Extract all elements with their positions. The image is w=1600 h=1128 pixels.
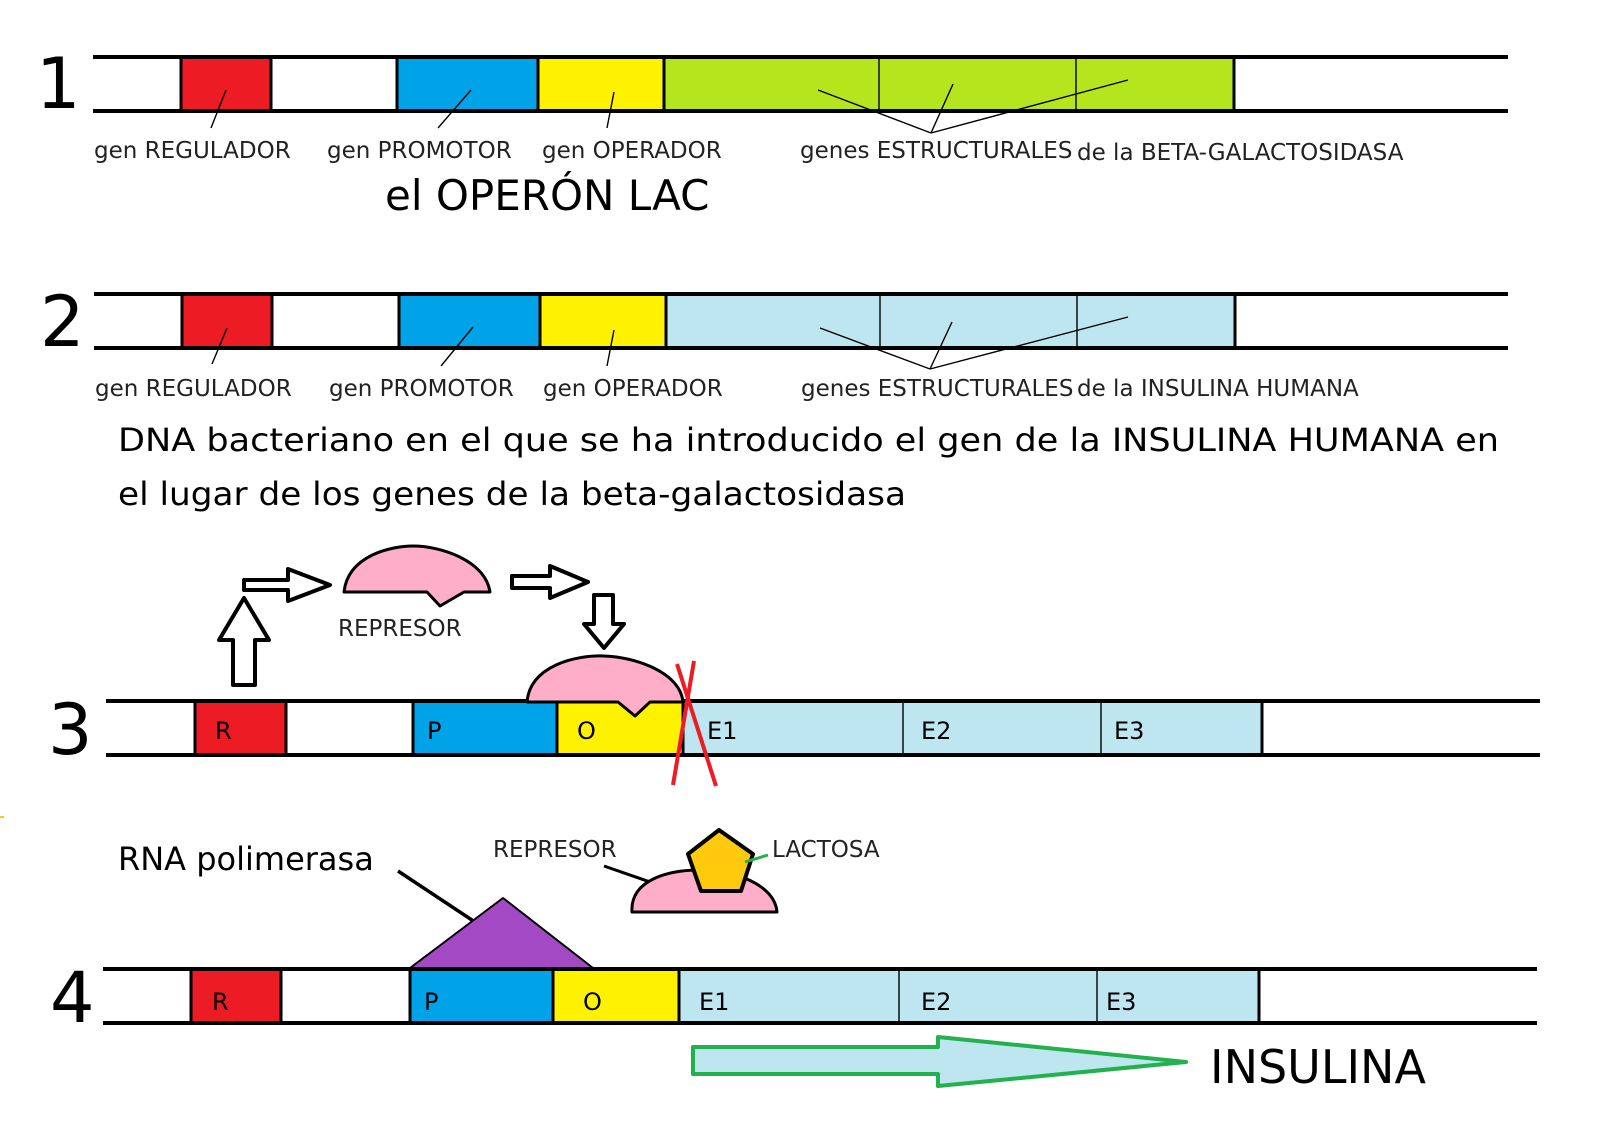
row-1-pointer-estructural [930, 79, 1129, 134]
row-1-pointer-estructural [930, 83, 954, 134]
row-3-arrow-right-2 [510, 564, 590, 600]
row-1-label-estructurales: genes ESTRUCTURALES [800, 138, 1072, 164]
row-2-description-line-1: DNA bacteriano en el que se ha introduci… [118, 421, 1499, 459]
row-3-represor-free [342, 544, 492, 608]
row-1-pointer-operador [606, 91, 615, 129]
row-2-pointer-promotor [440, 326, 474, 367]
row-2-pointer-operador [606, 329, 615, 367]
row-4-label-e2: E2 [921, 988, 951, 1016]
row-2-label-regulador: gen REGULADOR [95, 376, 292, 402]
row-1-label-regulador: gen REGULADOR [94, 138, 291, 164]
row-3-block-cross [675, 663, 718, 787]
row-2-estructurales-genes [666, 294, 1235, 348]
row-3-label-e3: E3 [1114, 717, 1144, 745]
row-3-arrow-right [242, 567, 332, 603]
row-1-title: el OPERÓN LAC [385, 170, 709, 220]
row-1-label-promotor: gen PROMOTOR [327, 138, 512, 164]
row-1-promotor-gene [397, 57, 538, 111]
row-4-label-r: R [212, 988, 229, 1016]
row-4-product-label: INSULINA [1210, 1040, 1426, 1094]
row-3: 3 REPRESOR R P O E1 E2 E3 [48, 544, 1540, 787]
row-3-arrow-up [217, 596, 271, 687]
row-2-operador-gene [540, 294, 666, 348]
row-4-represor-label: REPRESOR [493, 837, 617, 863]
row-2-pointer-regulador [211, 327, 228, 365]
row-4-rna-polimerasa [409, 897, 594, 969]
row-2-description-line-2: el lugar de los genes de la beta-galacto… [118, 475, 906, 513]
row-4-lactosa [686, 828, 755, 893]
row-4-segment-p [410, 969, 553, 1023]
row-4-lactosa-label: LACTOSA [772, 837, 880, 863]
row-1-label-operador: gen OPERADOR [542, 138, 722, 164]
row-2: 2 gen REGULADOR gen PROMOTOR gen OPERADO… [40, 281, 1508, 513]
row-4-segment-e [679, 969, 1259, 1023]
row-1-number: 1 [36, 43, 81, 125]
row-2-label-promotor: gen PROMOTOR [329, 376, 514, 402]
row-4-segment-o [553, 969, 679, 1023]
row-2-number: 2 [40, 281, 85, 363]
row-4-lactosa-pointer [744, 853, 769, 864]
row-2-label-estructurales: genes ESTRUCTURALES [801, 376, 1073, 402]
row-4-polimerasa-label: RNA polimerasa [118, 840, 374, 878]
row-1-operador-gene [538, 57, 664, 111]
row-3-label-e1: E1 [707, 717, 737, 745]
row-3-label-p: P [427, 717, 441, 745]
row-1-estructurales-genes [664, 57, 1234, 111]
row-4: 4 RNA polimerasa REPRESOR LACTOSA R P O … [50, 828, 1537, 1094]
row-1-regulador-gene [181, 57, 271, 111]
row-4-label-o: O [583, 988, 602, 1016]
row-2-pointer-estructural [929, 316, 1129, 370]
row-4-label-e3: E3 [1106, 988, 1136, 1016]
row-1-pointer-promotor [437, 89, 472, 129]
row-2-promotor-gene [399, 294, 540, 348]
row-2-regulador-gene [182, 294, 272, 348]
row-2-label-operador: gen OPERADOR [543, 376, 723, 402]
row-2-label-estructurales-suffix: de la INSULINA HUMANA [1077, 376, 1359, 402]
row-4-expression-arrow [691, 1035, 1188, 1088]
row-3-segment-e [683, 701, 1262, 755]
row-4-segment-r [191, 969, 281, 1023]
row-3-segment-r [195, 701, 286, 755]
row-4-number: 4 [50, 957, 95, 1039]
row-3-number: 3 [48, 689, 93, 771]
row-1-label-estructurales-suffix: de la BETA-GALACTOSIDASA [1077, 140, 1404, 166]
row-3-segment-p [413, 701, 557, 755]
row-1-pointer-estructural [817, 89, 932, 134]
row-3-label-o: O [577, 717, 596, 745]
row-1-pointer-regulador [210, 89, 227, 129]
row-3-label-e2: E2 [921, 717, 951, 745]
row-4-label-e1: E1 [699, 988, 729, 1016]
row-1: 1 gen REGULADOR gen PROMOTOR gen OPERADO… [36, 43, 1508, 220]
row-2-pointer-estructural [929, 321, 953, 370]
row-3-arrow-down [582, 593, 626, 650]
row-3-segment-o [557, 701, 683, 755]
row-3-block-cross [671, 660, 696, 786]
row-2-pointer-estructural [819, 327, 931, 370]
row-4-label-p: P [424, 988, 438, 1016]
row-3-represor-bound [525, 654, 685, 718]
row-3-label-r: R [215, 717, 232, 745]
row-3-represor-label: REPRESOR [338, 616, 462, 642]
